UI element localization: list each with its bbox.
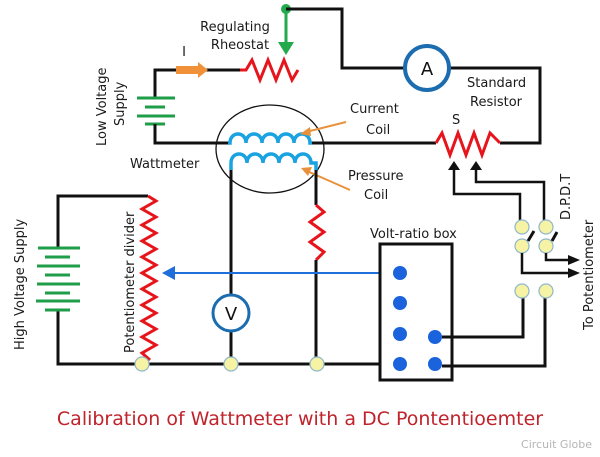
wire-to-potentiometer [520, 253, 570, 275]
pressure-coil-pointer [306, 170, 351, 191]
watermark: Circuit Globe [521, 438, 592, 451]
pressure-coil-pointer-arrow-icon [301, 167, 312, 176]
box-terminal[interactable] [393, 357, 407, 371]
label-s: S [452, 113, 460, 128]
ammeter-label: A [421, 59, 434, 80]
label-current-symbol: I [182, 45, 186, 60]
terminal[interactable] [134, 356, 150, 372]
dpdt-terminal[interactable] [514, 238, 530, 254]
label-pressure: Pressure [348, 169, 404, 184]
label-standard: Standard [467, 76, 526, 91]
diagram-title: Calibration of Wattmeter with a DC Ponte… [57, 408, 543, 430]
dpdt-terminal[interactable] [514, 219, 530, 235]
slider-arrow-icon[interactable] [162, 266, 175, 280]
wire-s-to-dpdt [474, 170, 546, 220]
current-arrow-icon [176, 62, 208, 78]
current-coil [228, 132, 312, 145]
dpdt-terminal[interactable] [538, 219, 554, 235]
current-coil-pointer-arrow-icon [300, 127, 311, 136]
label-high-voltage-supply: High Voltage Supply [13, 218, 28, 350]
wire-box-to-dpdt [442, 298, 525, 339]
label-current-coil: Coil [366, 123, 390, 138]
label-current: Current [350, 102, 399, 117]
wire-top-to-ammeter [286, 7, 405, 70]
label-potentiometer-divider: Potentiometer divider [123, 211, 138, 353]
label-rheostat: Rheostat [211, 38, 269, 53]
dpdt-blade[interactable] [550, 231, 559, 242]
box-terminal[interactable] [393, 296, 407, 310]
label-to-potentiometer: To Potentiometer [582, 219, 597, 331]
current-coil-pointer [305, 121, 347, 133]
pressure-coil-resistor [307, 203, 327, 262]
sense-arrow-icon [448, 161, 460, 170]
wire-low-voltage-top [153, 68, 240, 98]
voltmeter-label: V [225, 304, 238, 325]
to-potentiometer-arrow-icon [568, 255, 580, 265]
label-pressure-coil: Coil [364, 188, 388, 203]
dpdt-terminal[interactable] [514, 283, 530, 299]
rheostat-tap-arrow-icon [278, 42, 294, 55]
wattmeter-outline [215, 104, 325, 194]
box-terminal[interactable] [428, 357, 442, 371]
box-terminal[interactable] [393, 266, 407, 280]
potentiometer-divider [138, 194, 160, 362]
ammeter [403, 44, 451, 92]
label-wattmeter: Wattmeter [130, 157, 200, 172]
regulating-rheostat [240, 55, 300, 85]
label-low-voltage: Low Voltage [95, 68, 110, 147]
standard-resistor [434, 128, 502, 160]
label-resistor: Resistor [470, 95, 523, 110]
label-supply: Supply [113, 81, 128, 126]
dpdt-terminal[interactable] [538, 238, 554, 254]
label-dpdt: D.P.D.T [559, 174, 574, 220]
dpdt-blade[interactable] [526, 230, 536, 242]
wire-box-to-dpdt [442, 298, 547, 368]
volt-ratio-box [378, 242, 454, 382]
wire-ammeter-to-resistor [449, 66, 542, 145]
dpdt-terminal[interactable] [538, 283, 554, 299]
voltmeter [211, 293, 251, 333]
pressure-coil [229, 152, 318, 170]
label-regulating: Regulating [200, 20, 270, 35]
label-volt-ratio-box: Volt-ratio box [370, 227, 457, 242]
sense-arrow-icon [470, 161, 482, 170]
box-terminal[interactable] [393, 327, 407, 341]
wire-low-voltage-bottom [153, 124, 228, 145]
wire-s-to-dpdt [452, 170, 522, 220]
box-terminal[interactable] [428, 330, 442, 344]
wire-to-potentiometer [544, 253, 570, 262]
terminal[interactable] [309, 356, 325, 372]
wire-high-voltage-loop [56, 194, 392, 366]
to-potentiometer-arrow-icon [568, 268, 580, 278]
terminal[interactable] [223, 356, 239, 372]
